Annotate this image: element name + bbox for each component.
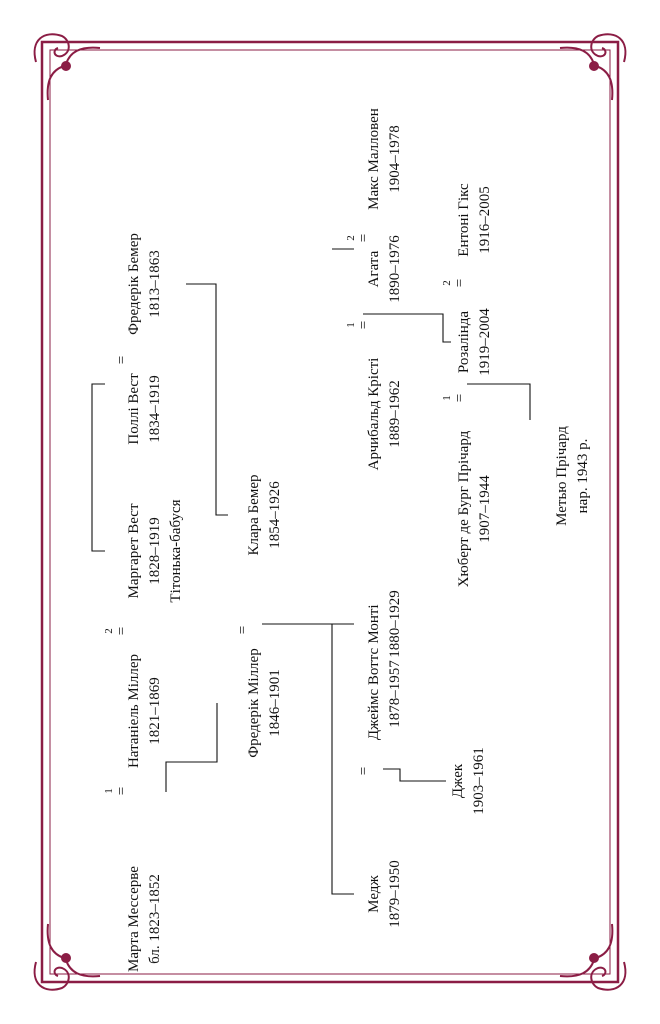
person-dates: 1907–1944 <box>477 475 493 543</box>
marriage-symbol: = <box>356 234 372 242</box>
person-name: Маргарет Вест <box>126 503 142 598</box>
line-hubert-rosalind-child <box>467 383 531 420</box>
person-dates: 1916–2005 <box>477 186 493 254</box>
person-james-watts: Джеймс Воттс 1878–1957 <box>366 648 403 741</box>
marriage-nathaniel-margaret: = 2 <box>103 627 130 635</box>
person-dates: 1919–2004 <box>477 308 493 376</box>
person-clara-boehmer: Клара Бемер 1854–1926 <box>246 475 283 556</box>
line-margaret-polly-siblings <box>91 383 105 552</box>
person-name: Макс Малловен <box>366 108 382 210</box>
person-jack: Джек 1903–1961 <box>450 747 487 815</box>
person-dates: бл. 1823–1852 <box>147 874 163 964</box>
marriage-order: 1 <box>441 395 453 401</box>
person-name: Агата <box>366 250 382 287</box>
person-madge: Медж 1879–1950 <box>366 860 403 928</box>
line-polly-boehmer-child <box>186 283 228 516</box>
connector-lines <box>91 248 531 895</box>
person-marta-messervy: Марта Мессерве бл. 1823–1852 <box>126 866 163 972</box>
person-name: Розалінда <box>456 311 472 373</box>
marriage-order: 2 <box>103 628 115 634</box>
marriage-symbol: = <box>114 627 130 635</box>
person-anthony-hicks: Ентоні Гікс 1916–2005 <box>456 183 493 257</box>
marriage-symbol: = <box>452 394 468 402</box>
marriage-symbol: = <box>235 626 251 634</box>
person-name: Ентоні Гікс <box>456 183 472 257</box>
person-dates: 1889–1962 <box>387 380 403 448</box>
person-dates: 1846–1901 <box>267 669 283 737</box>
person-name: Джек <box>450 763 466 798</box>
person-dates: 1828–1919 <box>147 517 163 585</box>
person-rosalind: Розалінда 1919–2004 <box>456 308 493 376</box>
person-mathew-pritchard: Метью Прічард нар. 1943 р. <box>554 426 591 526</box>
person-dates: 1834–1919 <box>147 375 163 443</box>
person-dates: 1880–1929 <box>387 590 403 658</box>
person-frederick-boehmer: Фредерік Бемер 1813–1863 <box>126 233 163 335</box>
person-name: Марта Мессерве <box>126 866 142 972</box>
marriage-symbol: = <box>356 767 372 775</box>
marriage-agatha-max: = 2 <box>345 234 372 242</box>
marriage-marta-nathaniel: = 1 <box>103 787 130 795</box>
marriage-rosalind-anthony: = 2 <box>441 279 468 287</box>
person-archibald-christie: Арчибальд Крісті 1889–1962 <box>366 358 403 471</box>
person-margaret-west: Маргарет Вест 1828–1919 Тітонька-бабуся <box>126 499 184 602</box>
person-name: Джеймс Воттс <box>366 648 382 741</box>
person-dates: 1821–1869 <box>147 677 163 745</box>
person-dates: 1879–1950 <box>387 860 403 928</box>
person-monty: Монті 1880–1929 <box>366 590 403 658</box>
marriage-symbol: = <box>114 356 130 364</box>
person-dates: нар. 1943 р. <box>575 439 591 514</box>
person-dates: 1903–1961 <box>471 747 487 815</box>
marriage-polly-boehmer: = <box>114 356 130 364</box>
marriage-order: 1 <box>345 322 357 328</box>
person-name: Натаніель Міллер <box>126 654 142 768</box>
marriage-miller-clara: = <box>235 626 251 634</box>
person-name: Фредерік Бемер <box>126 233 142 335</box>
person-dates: 1878–1957 <box>387 660 403 728</box>
corner-ornament-bottom-left <box>33 923 101 991</box>
marriage-madge-james: = <box>356 767 372 775</box>
person-polly-west: Поллі Вест 1834–1919 <box>126 373 163 445</box>
corner-ornament-bottom-right <box>559 923 627 991</box>
marriage-order: 1 <box>103 788 115 794</box>
line-miller-clara-children <box>262 623 354 895</box>
person-dates: 1904–1978 <box>387 125 403 193</box>
person-name: Поллі Вест <box>126 373 142 445</box>
person-name: Хюберт де Бург Прічард <box>456 430 472 587</box>
person-name: Метью Прічард <box>554 426 570 526</box>
person-dates: 1854–1926 <box>267 481 283 549</box>
marriage-symbol: = <box>452 279 468 287</box>
person-hubert-pritchard: Хюберт де Бург Прічард 1907–1944 <box>456 430 493 587</box>
person-dates: 1890–1976 <box>387 235 403 303</box>
marriage-archibald-agatha: = 1 <box>345 321 372 329</box>
person-agatha: Агата 1890–1976 <box>366 235 403 303</box>
person-name: Клара Бемер <box>246 475 262 556</box>
person-name: Медж <box>366 875 382 913</box>
line-archie-agatha-child <box>363 313 451 343</box>
line-madge-james-child <box>383 768 446 782</box>
corner-ornament-top-left <box>33 33 101 101</box>
marriage-symbol: = <box>114 787 130 795</box>
person-dates: 1813–1863 <box>147 250 163 318</box>
marriage-order: 2 <box>441 280 453 286</box>
corner-ornament-top-right <box>559 33 627 101</box>
person-frederick-miller: Фредерік Міллер 1846–1901 <box>246 648 283 757</box>
person-name: Монті <box>366 604 382 643</box>
line-marta-nathaniel-child <box>165 703 218 792</box>
marriage-order: 2 <box>345 235 357 241</box>
marriage-hubert-rosalind: = 1 <box>441 394 468 402</box>
person-name: Фредерік Міллер <box>246 648 262 757</box>
person-name: Арчибальд Крісті <box>366 358 382 471</box>
person-nathaniel-miller: Натаніель Міллер 1821–1869 <box>126 654 163 768</box>
marriage-symbol: = <box>356 321 372 329</box>
person-max-mallowan: Макс Малловен 1904–1978 <box>366 108 403 210</box>
person-note: Тітонька-бабуся <box>168 499 184 602</box>
